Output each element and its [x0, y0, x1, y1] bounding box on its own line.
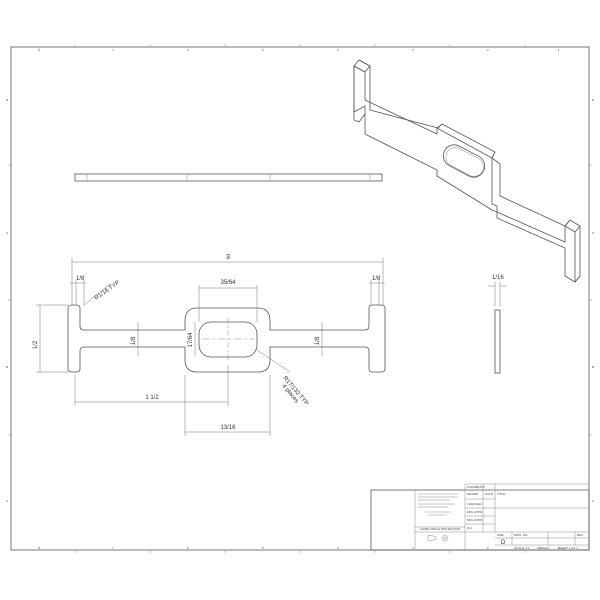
row-label-left: A	[6, 499, 8, 503]
tb-size-value: D	[501, 540, 506, 546]
tb-third-angle: THIRD ANGLE PROJECTION	[420, 527, 460, 531]
tb-comments-label: COMMENTS:	[467, 485, 485, 489]
dim-overall-length: 3	[226, 254, 230, 261]
tb-mfg-appr-label: MFG APPR	[467, 518, 483, 522]
isometric-view	[353, 59, 581, 283]
dim-bar-thickness-left: 1/8	[131, 336, 137, 345]
col-label-top: 5	[262, 48, 264, 52]
row-label-right: D	[592, 98, 595, 102]
col-label-top: 6	[187, 48, 189, 52]
row-label-left: C	[6, 231, 9, 235]
col-label-top: 1	[558, 48, 560, 52]
side-view	[488, 282, 507, 374]
dim-side-thickness: 1/16	[492, 275, 504, 281]
row-label-right: A	[592, 499, 594, 503]
tb-weight: WEIGHT:	[537, 546, 550, 550]
dim-height: 1/2	[33, 340, 39, 349]
col-label-bottom: 3	[412, 546, 414, 550]
col-label-top: 7	[112, 48, 114, 52]
col-label-bottom: 5	[262, 546, 264, 550]
dim-left-end-width: 1/8	[76, 276, 85, 282]
col-label-bottom: 1	[558, 546, 560, 550]
col-label-bottom: 4	[337, 546, 339, 550]
dim-half-length: 1 1/2	[145, 395, 159, 401]
tb-drawn-label: DRAWN	[467, 492, 478, 496]
dim-center-width: 13/16	[220, 425, 236, 431]
front-view	[67, 304, 386, 373]
dim-center-slot-width: 35/64	[220, 280, 236, 286]
tb-checked-label: CHECKED	[467, 502, 483, 506]
col-label-top: 4	[337, 48, 339, 52]
zone-labels: 8 7 6 5 4 3 2 1 8 7 6 5 4 3 2 1 D C B A …	[6, 48, 595, 550]
col-label-top: 2	[487, 48, 489, 52]
tb-eng-appr-label: ENG APPR	[467, 510, 483, 514]
tb-scale: SCALE: 1:1	[514, 546, 530, 550]
tb-date-label: DATE	[485, 492, 493, 496]
title-block	[370, 483, 590, 551]
dimension-lines	[36, 258, 385, 436]
tb-rev-label: REV	[577, 533, 583, 537]
dim-right-end-width: 1/8	[372, 276, 381, 282]
tb-qa-label: Q.A.	[467, 526, 473, 530]
row-label-right: C	[592, 231, 595, 235]
tb-dwg-no-label: DWG. NO.	[514, 533, 528, 537]
row-label-left: D	[6, 98, 9, 102]
col-label-top: 3	[412, 48, 414, 52]
col-label-bottom: 6	[187, 546, 189, 550]
tb-title-label: TITLE:	[497, 492, 506, 496]
tb-sheet: SHEET 1 OF 1	[558, 546, 578, 550]
row-label-right: B	[592, 365, 594, 369]
dim-slot-height: 17/64	[188, 332, 194, 348]
col-label-top: 8	[38, 48, 40, 52]
col-label-bottom: 7	[112, 546, 114, 550]
top-view	[74, 173, 383, 182]
zone-ticks	[8, 44, 592, 553]
dim-bar-thickness-right: 1/8	[315, 336, 321, 345]
tb-size-label: SIZE	[497, 533, 504, 537]
col-label-bottom: 8	[38, 546, 40, 550]
col-label-bottom: 2	[487, 546, 489, 550]
row-label-left: B	[6, 365, 8, 369]
